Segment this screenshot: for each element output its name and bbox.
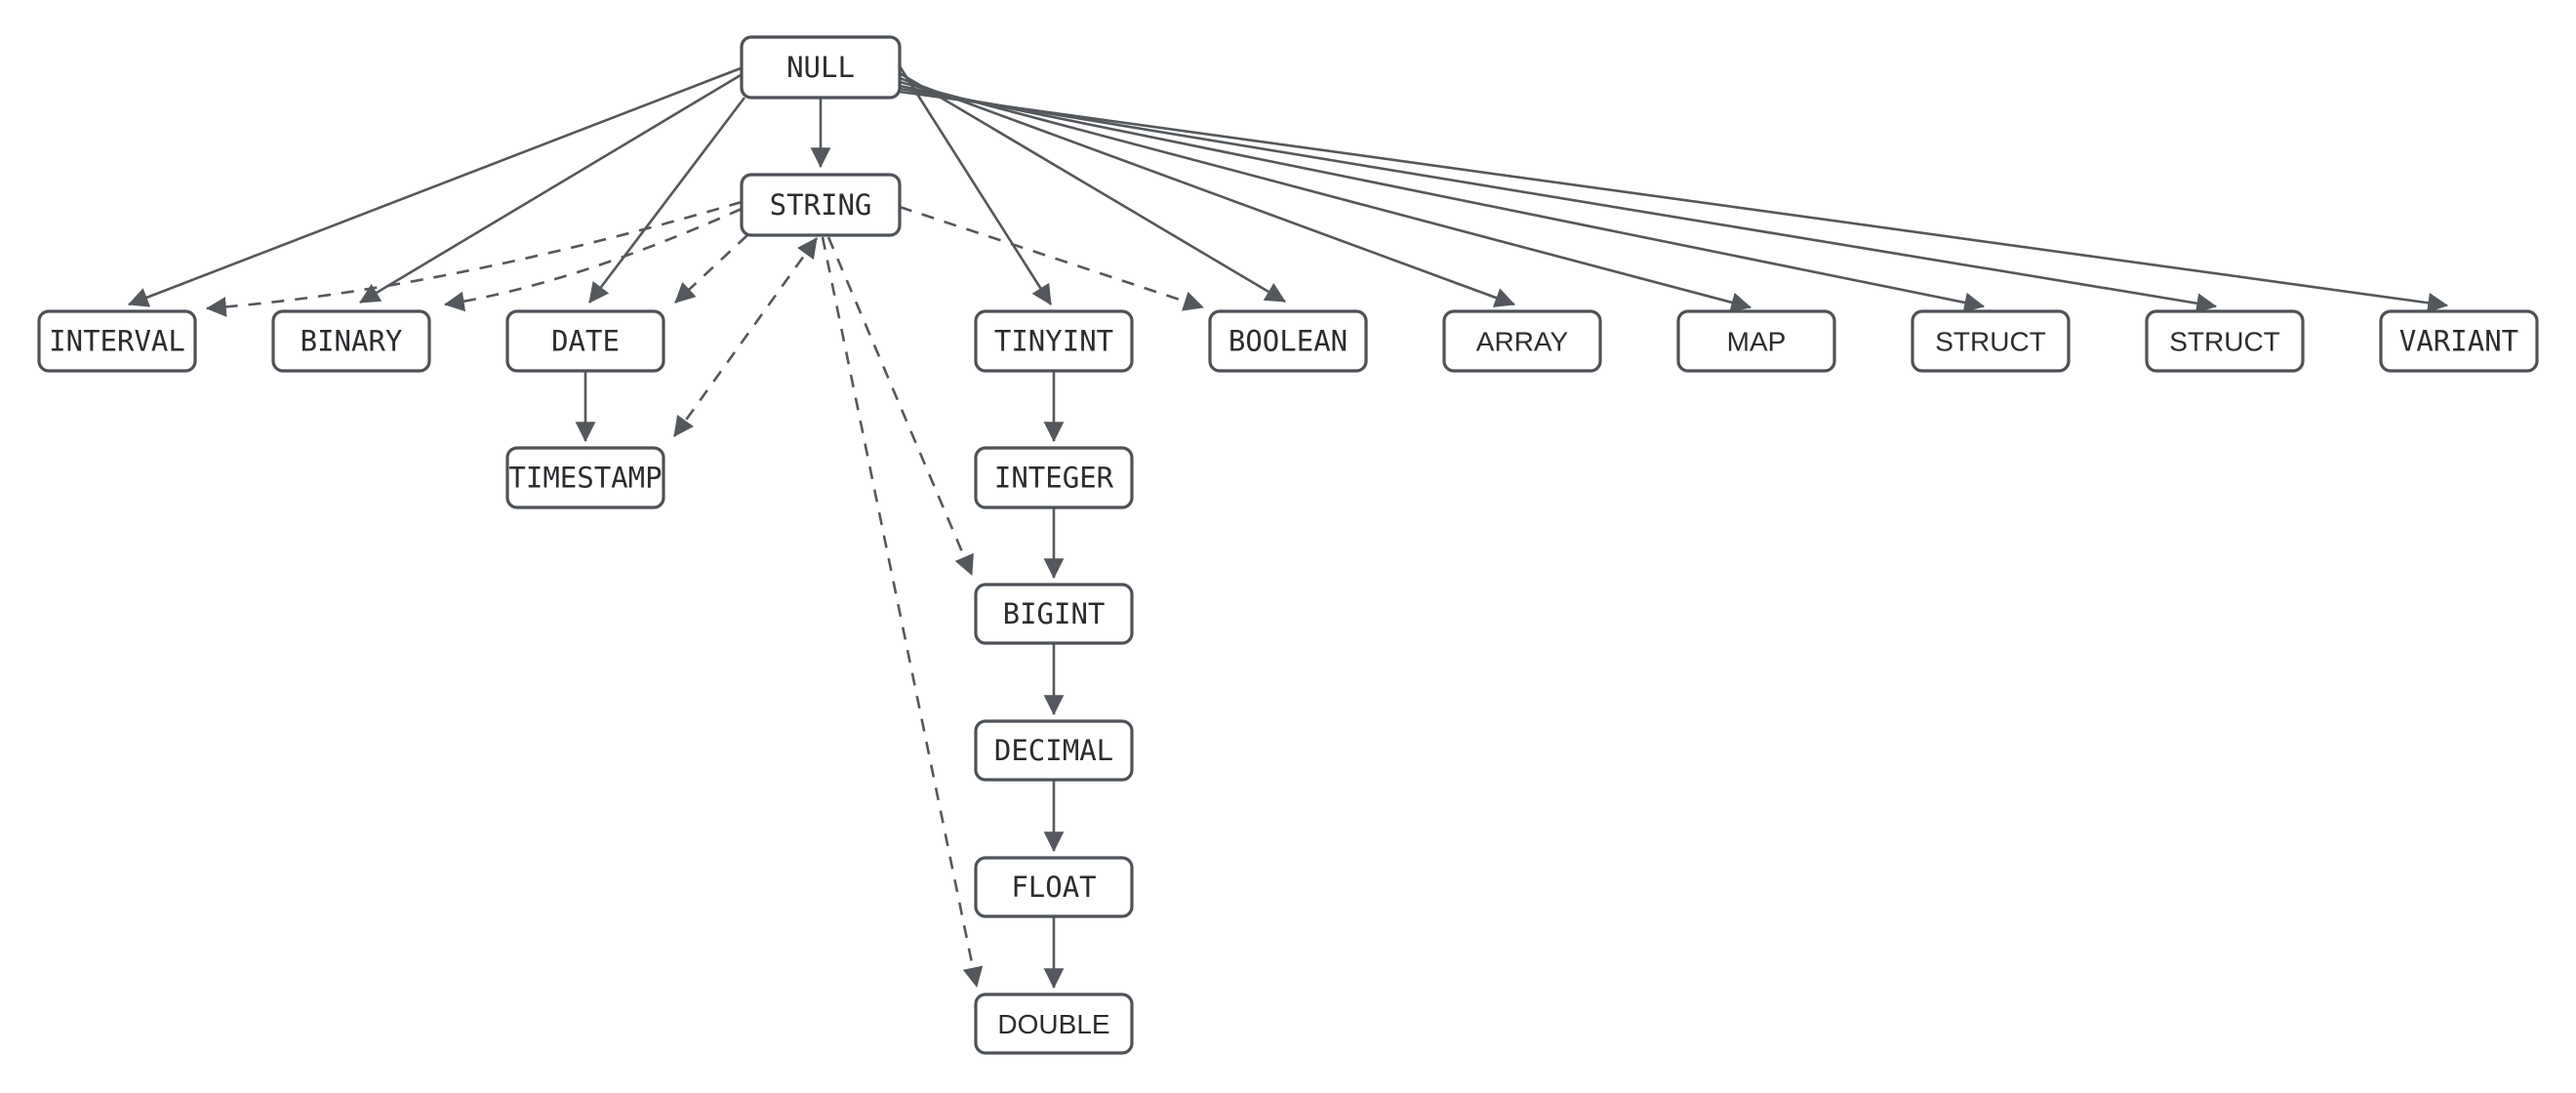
node-tinyint-label: TINYINT xyxy=(994,325,1113,358)
node-struct1-label: STRUCT xyxy=(1935,327,2046,357)
node-null: NULL xyxy=(740,35,902,100)
edge-null-interval xyxy=(128,66,742,307)
node-array: ARRAY xyxy=(1442,309,1602,373)
edge-null-struct2 xyxy=(899,87,2218,314)
node-timestamp-label: TIMESTAMP xyxy=(508,462,662,495)
node-variant: VARIANT xyxy=(2379,309,2539,373)
edge-null-boolean xyxy=(899,71,1286,304)
node-boolean: BOOLEAN xyxy=(1208,309,1368,373)
node-string-box xyxy=(740,173,902,237)
node-double-box xyxy=(974,992,1134,1055)
node-binary-box xyxy=(271,309,431,373)
node-array-box xyxy=(1442,309,1602,373)
node-interval-box xyxy=(37,309,197,373)
nodes-layer: NULL STRING INTERVAL BINARY DATE TINYINT BOOLE… xyxy=(37,35,2539,1055)
edge-null-tinyint xyxy=(898,65,1053,305)
edge-null-date xyxy=(587,97,746,304)
edge-string-bigint xyxy=(826,236,974,576)
node-map-label: MAP xyxy=(1727,327,1787,357)
node-integer-label: INTEGER xyxy=(994,462,1114,495)
edge-string-interval xyxy=(205,200,743,317)
edge-null-array xyxy=(899,76,1515,307)
node-null-box xyxy=(740,35,902,100)
node-double: DOUBLE xyxy=(974,992,1134,1055)
node-struct1-box xyxy=(1911,309,2071,373)
node-integer-box xyxy=(974,446,1134,509)
edge-null-struct1 xyxy=(899,84,1986,313)
node-bigint-box xyxy=(974,583,1134,645)
node-date: DATE xyxy=(505,309,665,373)
edge-string-date xyxy=(674,234,748,304)
edge-null-binary xyxy=(359,73,742,304)
node-decimal-label: DECIMAL xyxy=(994,734,1113,767)
node-float-box xyxy=(974,856,1134,918)
node-struct2-box xyxy=(2145,309,2305,373)
node-double-label: DOUBLE xyxy=(997,1009,1109,1039)
edge-null-variant xyxy=(899,90,2449,313)
node-integer: INTEGER xyxy=(974,446,1134,509)
edge-string-timestamp xyxy=(672,237,819,437)
node-string-label: STRING xyxy=(770,188,872,222)
node-binary: BINARY xyxy=(271,309,431,373)
node-struct1: STRUCT xyxy=(1911,309,2071,373)
node-float-label: FLOAT xyxy=(1011,870,1096,904)
node-string: STRING xyxy=(740,173,902,237)
node-map: MAP xyxy=(1676,309,1836,373)
node-tinyint: TINYINT xyxy=(974,309,1134,373)
node-timestamp-box xyxy=(505,446,665,509)
node-boolean-box xyxy=(1208,309,1368,373)
node-date-box xyxy=(505,309,665,373)
node-interval-label: INTERVAL xyxy=(49,325,185,358)
edge-string-binary xyxy=(443,207,743,312)
node-null-label: NULL xyxy=(786,51,855,84)
node-timestamp: TIMESTAMP xyxy=(505,446,665,509)
node-variant-box xyxy=(2379,309,2539,373)
node-bigint: BIGINT xyxy=(974,583,1134,645)
node-decimal: DECIMAL xyxy=(974,719,1134,782)
edges-layer xyxy=(128,65,2449,990)
edge-string-double xyxy=(821,236,984,989)
node-struct2: STRUCT xyxy=(2145,309,2305,373)
node-variant-label: VARIANT xyxy=(2399,325,2518,358)
node-boolean-label: BOOLEAN xyxy=(1228,325,1348,358)
node-map-box xyxy=(1676,309,1836,373)
node-float: FLOAT xyxy=(974,856,1134,918)
node-struct2-label: STRUCT xyxy=(2169,327,2280,357)
edge-null-map xyxy=(899,80,1752,312)
node-decimal-box xyxy=(974,719,1134,782)
node-array-label: ARRAY xyxy=(1476,327,1569,357)
node-tinyint-box xyxy=(974,309,1134,373)
node-interval: INTERVAL xyxy=(37,309,197,373)
node-binary-label: BINARY xyxy=(301,325,403,358)
node-date-label: DATE xyxy=(551,325,620,358)
edge-string-boolean xyxy=(899,205,1204,311)
node-bigint-label: BIGINT xyxy=(1003,597,1106,630)
